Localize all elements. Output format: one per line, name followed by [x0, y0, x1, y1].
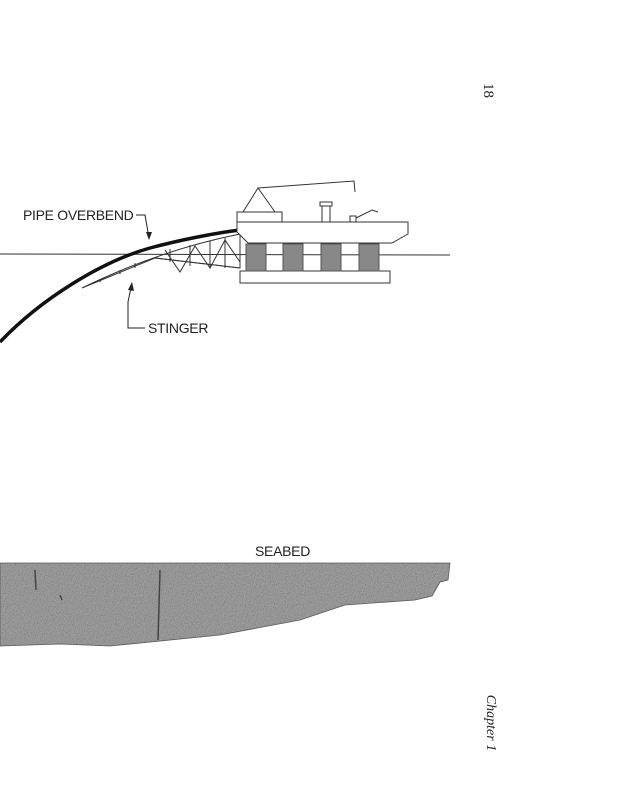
stinger-leader	[127, 282, 145, 329]
seabed-area	[0, 562, 451, 647]
chapter-footer: Chapter 1	[483, 694, 499, 752]
pipeline	[0, 228, 241, 344]
pipe-overbend-label: PIPE OVERBEND	[23, 207, 134, 223]
stinger	[81, 233, 241, 289]
pipe-overbend-leader	[136, 214, 150, 239]
stinger-label: STINGER	[148, 320, 209, 336]
seabed-label: SEABED	[255, 543, 310, 559]
page-number: 18	[480, 83, 496, 98]
lay-barge	[236, 180, 409, 284]
